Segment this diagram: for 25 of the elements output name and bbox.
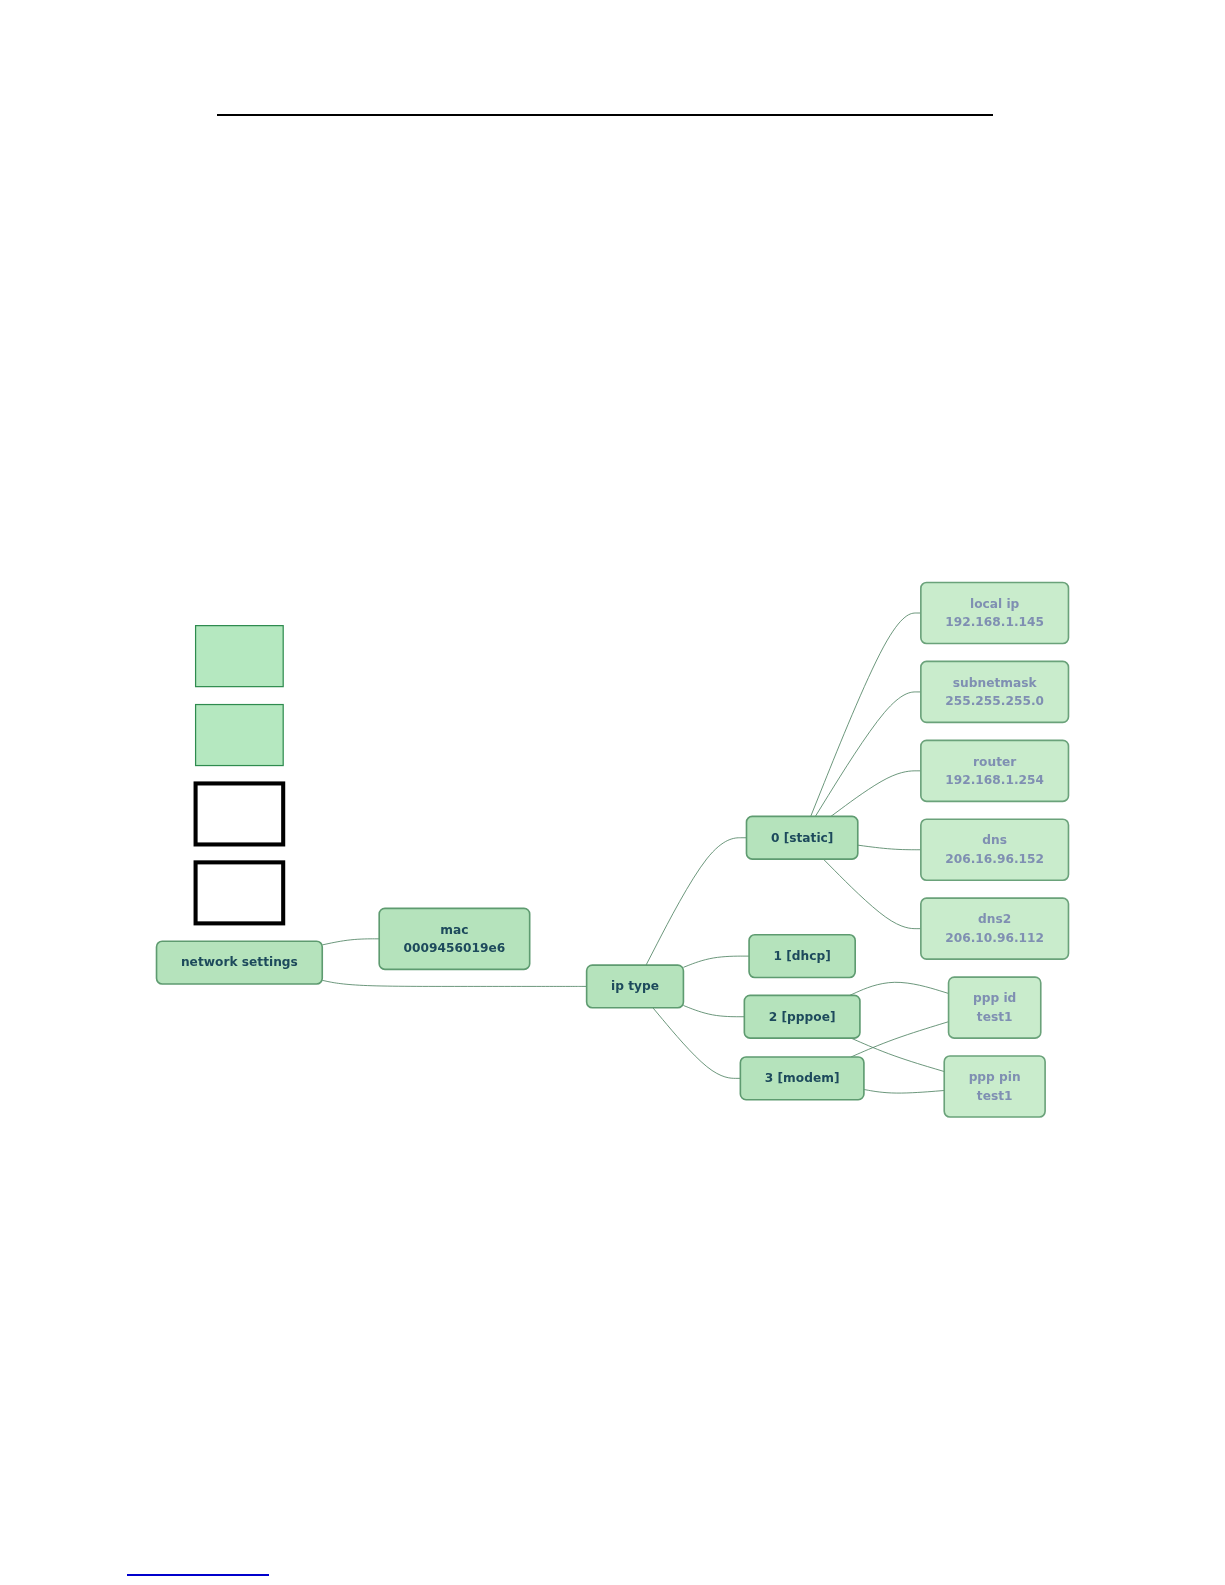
setting-box: ip type: [585, 964, 685, 1009]
connector-line: [863, 1089, 945, 1094]
empty-box: [194, 625, 284, 688]
setting-box: 3 [modem]: [739, 1056, 865, 1101]
setting-box: network settings: [155, 940, 324, 986]
connector-line: [683, 1005, 745, 1018]
connector-line: [683, 955, 750, 968]
setting-box: mac 0009456019e6: [378, 907, 531, 971]
setting-box: 0 [static]: [745, 815, 859, 861]
bevel-frame: [193, 860, 286, 926]
empty-box: [194, 704, 284, 767]
connector-line: [850, 1021, 949, 1058]
bevel-frame: [193, 781, 286, 847]
connector-line: [652, 1007, 741, 1079]
value-box: router 192.168.1.254: [920, 739, 1070, 803]
value-box: ppp pin test1: [943, 1055, 1046, 1119]
value-box: dns 206.16.96.152: [920, 818, 1070, 882]
value-box: local ip 192.168.1.145: [920, 581, 1070, 645]
value-box: subnetmask 255.255.255.0: [920, 660, 1070, 724]
value-box: dns2 206.10.96.112: [920, 897, 1070, 961]
connector-line: [645, 837, 747, 966]
setting-box: 1 [dhcp]: [748, 934, 856, 979]
value-box: ppp id test1: [947, 976, 1042, 1040]
connector-line: [849, 982, 949, 997]
setting-box: 2 [pppoe]: [743, 994, 861, 1040]
